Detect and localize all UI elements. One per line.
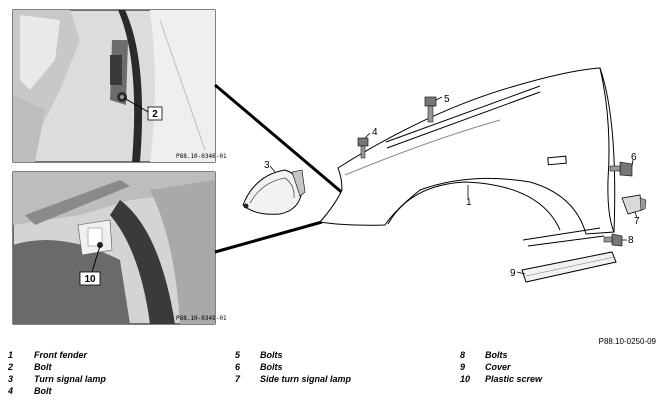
callout-7: 7 xyxy=(634,216,640,227)
callout-6: 6 xyxy=(631,152,637,163)
callout-9: 9 xyxy=(510,268,516,279)
bolts-6 xyxy=(609,161,633,177)
side-turn-signal-lamp xyxy=(621,194,647,215)
callout-3: 3 xyxy=(264,160,270,171)
front-fender xyxy=(319,67,616,247)
callout-4: 4 xyxy=(372,127,378,138)
bolts-8 xyxy=(603,233,623,247)
inset-photo-top: 2 P88.10-0346-01 xyxy=(12,9,227,163)
callout-8: 8 xyxy=(628,235,634,246)
inset-photo-bottom: 10 P88.10-0349-01 xyxy=(12,171,227,325)
main-callouts: 1 3 4 5 6 7 8 9 xyxy=(264,94,640,279)
cover-9 xyxy=(521,251,617,283)
callout-5: 5 xyxy=(444,94,450,105)
callout-1: 1 xyxy=(466,197,472,208)
figure-code: P88.10-0250-09 xyxy=(598,337,656,346)
callout-10: 10 xyxy=(84,274,96,285)
bolt-4 xyxy=(357,137,369,159)
photo-code-bottom: P88.10-0349-01 xyxy=(176,315,227,322)
callout-2: 2 xyxy=(152,109,158,120)
connector-top xyxy=(214,83,346,197)
bolts-5 xyxy=(424,96,437,123)
turn-signal-lamp xyxy=(242,169,306,215)
connector-bottom xyxy=(214,220,323,254)
photo-code-top: P88.10-0346-01 xyxy=(176,153,227,160)
